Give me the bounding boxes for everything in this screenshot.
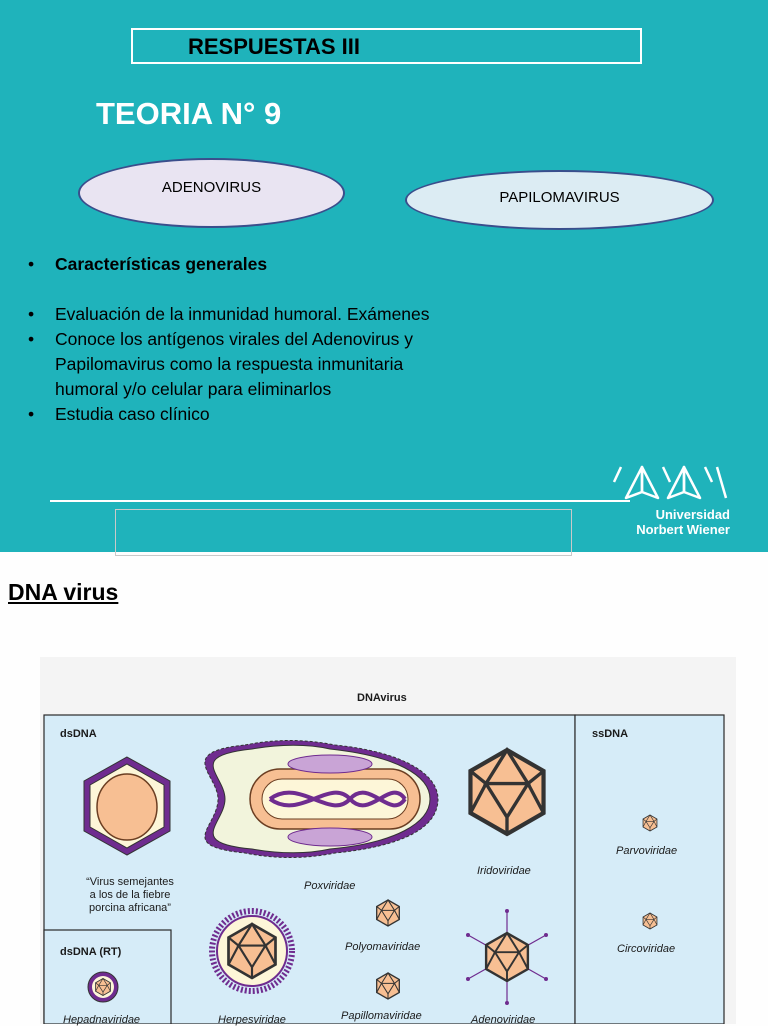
section-heading: DNA virus [8, 579, 119, 605]
slide: RESPUESTAS III TEORIA N° 9 ADENOVIRUS PA… [0, 0, 768, 556]
group-label-ssdna: ssDNA [592, 728, 629, 740]
university-logo-icon [612, 465, 728, 500]
bullet-icon: • [28, 304, 35, 324]
ellipse-label: ADENOVIRUS [161, 178, 262, 196]
bullet-icon: • [28, 404, 35, 424]
bullet-text: humoral y/o celular para eliminarlos [55, 379, 332, 399]
circovirus-icon [642, 912, 658, 930]
slide-title: RESPUESTAS III [188, 34, 360, 59]
papillomavirus-icon [376, 972, 400, 1000]
group-label-dsdna-rt: dsDNA (RT) [60, 946, 122, 958]
footer-placeholder-box [115, 509, 572, 556]
list-item: • Características generales [28, 252, 728, 277]
family-label-parvoviridae: Parvoviridae [616, 845, 678, 857]
polyomavirus-icon [376, 899, 400, 927]
bullet-text: Evaluación de la inmunidad humoral. Exám… [55, 304, 430, 324]
family-label-herpesviridae: Herpesviridae [218, 1014, 286, 1026]
family-label-adenoviridae: Adenoviridae [471, 1014, 536, 1026]
family-label-iridoviridae: Iridoviridae [477, 865, 531, 877]
logo-text: Universidad Norbert Wiener [612, 507, 730, 537]
logo-line-2: Norbert Wiener [636, 522, 730, 537]
ssdna-panel [574, 714, 725, 1024]
divider-line [50, 500, 630, 502]
list-item: • Conoce los antígenos virales del Adeno… [28, 327, 728, 402]
family-label-hepadnaviridae: Hepadnaviridae [63, 1014, 141, 1026]
bullet-text: Papilomavirus como la respuesta inmunita… [55, 354, 404, 374]
parvovirus-icon [642, 814, 658, 832]
asfar-caption: “Virus semejantes a los de la fiebre por… [85, 876, 175, 915]
caption-line: a los de la fiebre [89, 889, 171, 901]
family-label-poxviridae: Poxviridae [304, 880, 356, 892]
bullet-text: Conoce los antígenos virales del Adenovi… [55, 329, 413, 349]
slide-subtitle: TEORIA N° 9 [96, 96, 282, 131]
family-label-circoviridae: Circoviridae [617, 943, 676, 955]
list-item: • Evaluación de la inmunidad humoral. Ex… [28, 302, 728, 327]
caption-line: “Virus semejantes [86, 876, 174, 888]
bullet-text: Características generales [55, 254, 268, 274]
herpesvirus-icon [209, 908, 295, 994]
figure-drawing [43, 714, 725, 1024]
hepadnavirus-icon [87, 971, 119, 1003]
bullet-icon: • [28, 329, 35, 349]
bullet-list: • Características generales • Evaluación… [28, 252, 728, 427]
poxvirus-icon [204, 740, 439, 858]
asfarvirus-icon [83, 756, 171, 856]
caption-line: porcina africana” [89, 902, 171, 914]
logo-line-1: Universidad [655, 507, 730, 522]
adenovirus-ellipse: ADENOVIRUS [78, 158, 345, 228]
dna-virus-figure: DNAvirus dsDNA ssDNA dsDNA (RT) “Virus s… [40, 657, 736, 1026]
family-label-polyomaviridae: Polyomaviridae [345, 941, 421, 953]
papilomavirus-ellipse: PAPILOMAVIRUS [405, 170, 714, 230]
bullet-icon: • [28, 254, 35, 274]
list-item: • Estudia caso clínico [28, 402, 728, 427]
bullet-text: Estudia caso clínico [55, 404, 210, 424]
group-label-dsdna: dsDNA [60, 728, 97, 740]
iridovirus-icon [470, 750, 543, 834]
figure-title: DNAvirus [357, 692, 407, 704]
title-box: RESPUESTAS III [131, 28, 642, 64]
adenovirus-icon [466, 909, 548, 1005]
family-label-papillomaviridae: Papillomaviridae [341, 1010, 422, 1022]
ellipse-label: PAPILOMAVIRUS [499, 188, 620, 206]
